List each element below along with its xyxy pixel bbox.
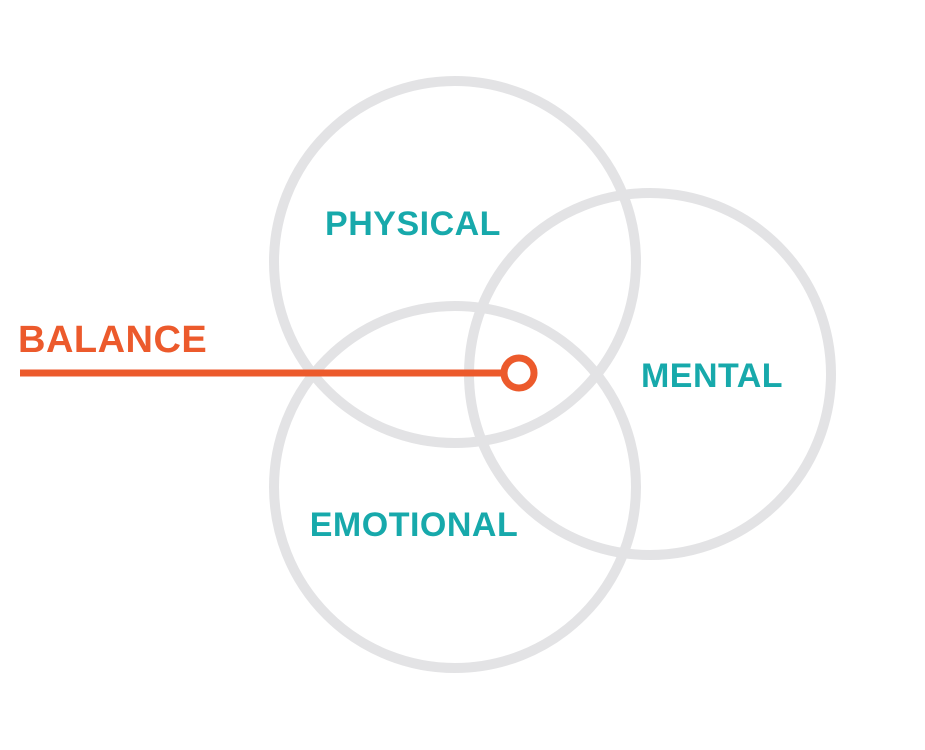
- balance-pointer-marker: [500, 354, 538, 392]
- physical-circle: [269, 76, 641, 448]
- emotional-label: EMOTIONAL: [310, 506, 518, 544]
- physical-label: PHYSICAL: [325, 205, 501, 243]
- emotional-circle: [269, 301, 641, 673]
- mental-label: MENTAL: [641, 357, 783, 395]
- balance-label: BALANCE: [18, 319, 207, 361]
